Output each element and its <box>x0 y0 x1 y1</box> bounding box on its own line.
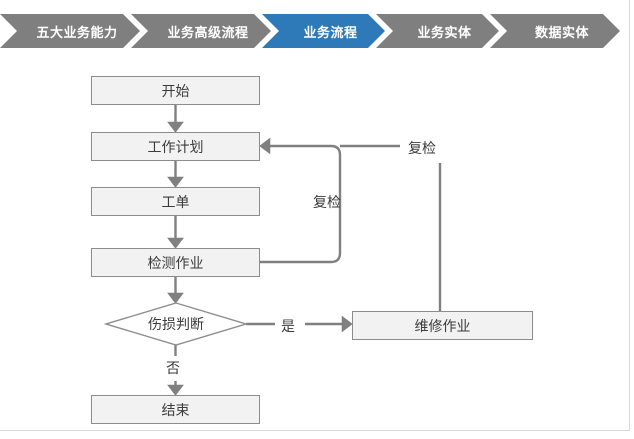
edge-label-recheck-inner: 复检 <box>313 194 341 210</box>
breadcrumb-step-2[interactable]: 业务高级流程 <box>131 14 271 48</box>
breadcrumb-step-label: 数据实体 <box>534 24 589 40</box>
breadcrumb-step-3[interactable]: 业务流程 <box>262 14 385 48</box>
node-work-order[interactable]: 工单 <box>91 187 260 216</box>
breadcrumb-step-label: 业务高级流程 <box>167 24 249 40</box>
edge-label-recheck-outer: 复检 <box>408 140 436 156</box>
connector-recheck-inner-loop <box>259 137 342 264</box>
breadcrumb-step-4[interactable]: 业务实体 <box>376 14 499 48</box>
breadcrumb-step-1[interactable]: 五大业务能力 <box>0 14 140 48</box>
node-work-plan-label: 工作计划 <box>147 138 204 155</box>
breadcrumb-step-label: 业务流程 <box>303 24 358 40</box>
node-work-plan[interactable]: 工作计划 <box>91 132 260 161</box>
node-inspection-label: 检测作业 <box>147 254 204 271</box>
node-inspection[interactable]: 检测作业 <box>91 248 260 277</box>
node-repair[interactable]: 维修作业 <box>352 311 533 340</box>
breadcrumb-step-label: 五大业务能力 <box>36 24 118 40</box>
node-end[interactable]: 结束 <box>91 395 260 424</box>
node-end-label: 结束 <box>161 401 190 418</box>
node-start-label: 开始 <box>161 82 190 99</box>
node-work-order-label: 工单 <box>161 193 190 210</box>
breadcrumb: 五大业务能力 业务高级流程 业务流程 业务实体 数据实体 <box>0 14 634 48</box>
node-damage-check-label: 伤损判断 <box>148 316 204 332</box>
edge-label-yes: 是 <box>281 318 295 334</box>
breadcrumb-step-label: 业务实体 <box>417 24 472 40</box>
breadcrumb-step-5[interactable]: 数据实体 <box>490 14 620 48</box>
node-start[interactable]: 开始 <box>91 76 260 105</box>
edge-label-no: 否 <box>166 360 180 376</box>
node-repair-label: 维修作业 <box>414 317 471 334</box>
node-damage-check[interactable] <box>103 302 249 346</box>
